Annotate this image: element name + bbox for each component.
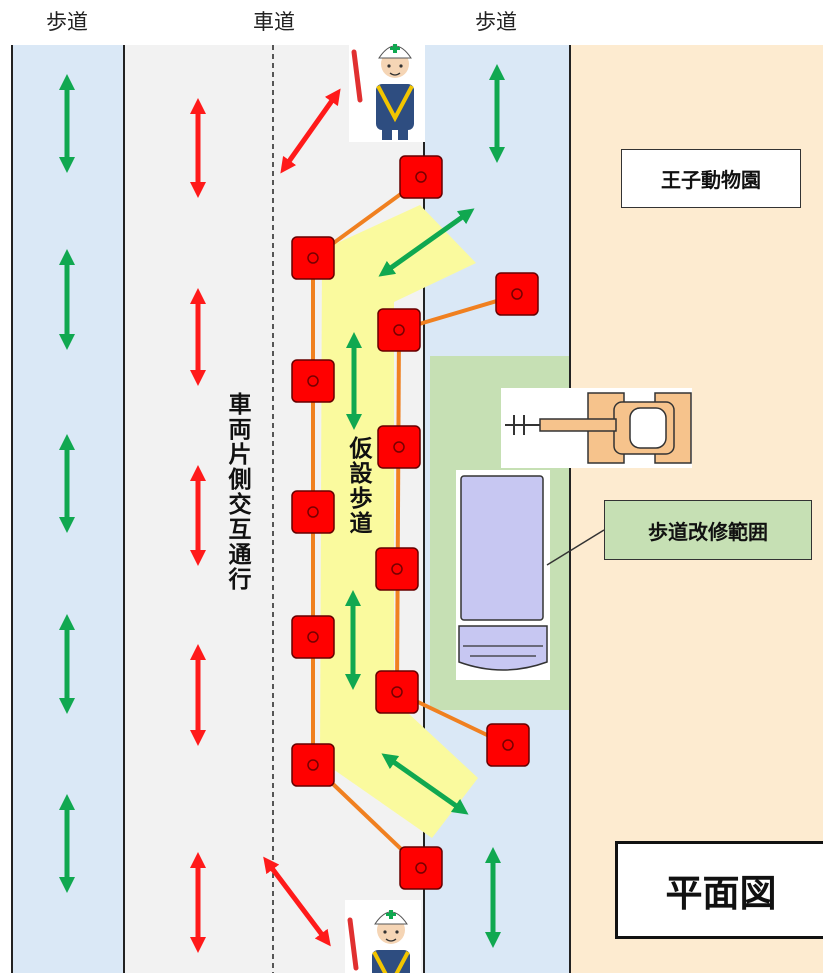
traffic-cone-icon [375, 670, 419, 714]
traffic-cone-icon [399, 846, 443, 890]
traffic-cone-icon [486, 723, 530, 767]
repair-area-label: 歩道改修範囲 [604, 500, 812, 560]
plan-view-title: 平面図 [615, 841, 823, 939]
header-roadway: 車道 [253, 10, 295, 34]
leader-line [546, 529, 605, 566]
traffic-cone-icon [291, 615, 335, 659]
pedestrian-arrows [58, 63, 506, 949]
traffic-cone-icon [375, 547, 419, 591]
traffic-cone-icon [399, 155, 443, 199]
flagman-icon [345, 900, 421, 973]
traffic-cone-icon [495, 272, 539, 316]
header-right-sidewalk: 歩道 [475, 10, 517, 34]
traffic-cone-icon [291, 743, 335, 787]
flagman-icon [349, 34, 425, 142]
traffic-cone-icon [377, 425, 421, 469]
vehicle-arrows [189, 88, 341, 954]
zoo-label: 王子動物園 [621, 149, 801, 208]
traffic-cone-icon [291, 359, 335, 403]
truck-icon [456, 470, 550, 680]
header-left-sidewalk: 歩道 [46, 10, 88, 34]
one-side-traffic-label: 車両片側交互通行 [224, 392, 250, 592]
temp-walkway-label: 仮設歩道 [345, 436, 371, 536]
traffic-cone-icon [377, 308, 421, 352]
traffic-cone-icon [291, 490, 335, 534]
traffic-cones [291, 155, 539, 890]
traffic-cone-icon [291, 236, 335, 280]
excavator-icon [501, 388, 692, 468]
